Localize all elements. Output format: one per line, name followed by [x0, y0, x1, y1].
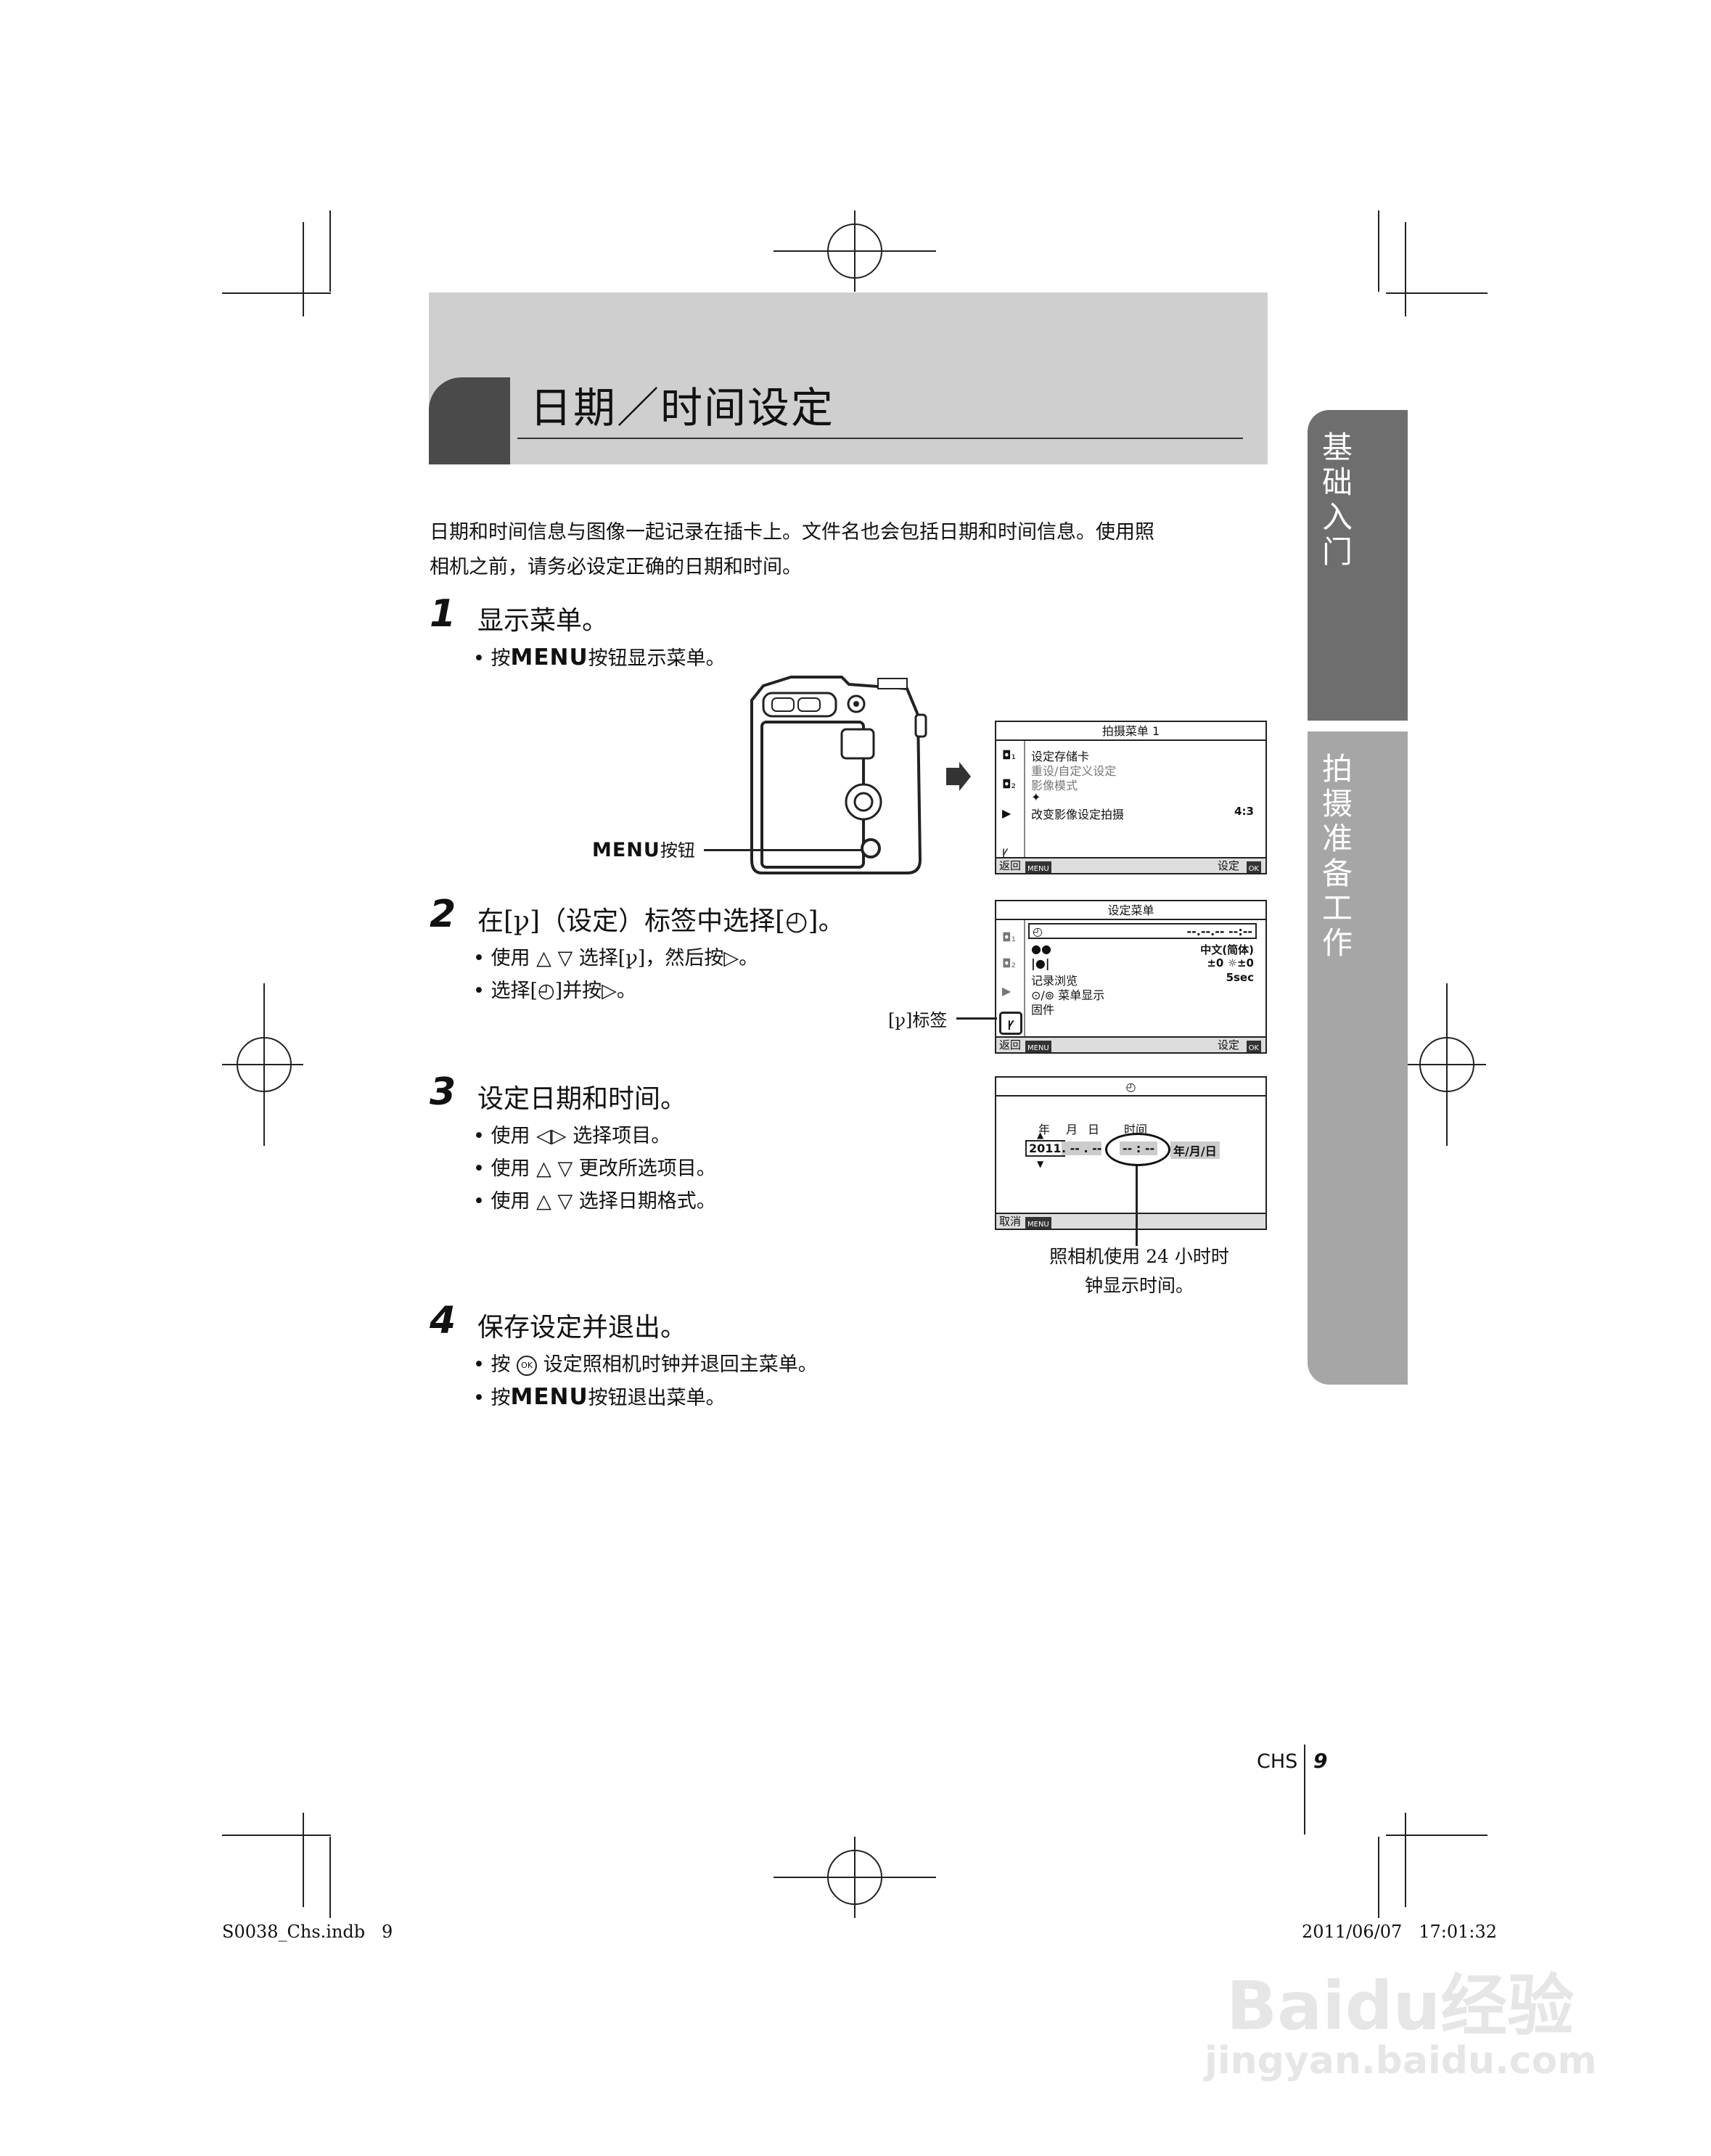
- date-format-field: 年/月/日: [1170, 1141, 1220, 1159]
- date-time-title: ◴: [996, 1078, 1265, 1097]
- setup-menu-screen: 设定菜单 ◘₁ ◘₂ ▶ ꝩ ◴ --.--.-- --:-- ●● 中文(简体…: [995, 900, 1267, 1054]
- down-arrow-icon: ▼: [1037, 1159, 1044, 1169]
- year-header: 年: [1038, 1123, 1051, 1136]
- setup-menu-item-rec-view: 记录浏览: [1031, 974, 1078, 988]
- shooting-menu-screen: 拍摄菜单 1 ◘₁ ◘₂ ▶ ꝩ 设定存储卡 重设/自定义设定 影像模式 ✦ 改…: [995, 721, 1267, 874]
- page-title: 日期／时间设定: [530, 383, 835, 433]
- step-3-bullet-1: • 使用 ◁▷ 选择项目。: [473, 1125, 671, 1147]
- step-3: 3 设定日期和时间。: [430, 1070, 686, 1114]
- setup-menu-item-clock: ◴ --.--.-- --:--: [1028, 923, 1257, 939]
- setup-menu-title: 设定菜单: [996, 901, 1265, 920]
- ok-button-icon: OK: [517, 1355, 538, 1376]
- aspect-value: 4:3: [1234, 805, 1254, 818]
- step-1-number: 1: [430, 592, 456, 636]
- date-time-screen: ◴ 年 月 日 时间 ▲ 2011 . -- . -- -- : -- 年/月/…: [995, 1076, 1267, 1230]
- step-4-title: 保存设定并退出。: [477, 1313, 687, 1343]
- camera-2-icon: ◘₂: [1002, 777, 1017, 791]
- step-3-bullet-2: • 使用 △ ▽ 更改所选项目。: [473, 1157, 716, 1180]
- footer-file-name: S0038_Chs.indb 9: [222, 1922, 393, 1942]
- watermark-logo: Baidu经验: [1226, 1967, 1575, 2045]
- shooting-menu-item-2: 重设/自定义设定: [1031, 764, 1117, 778]
- clock-caption: 照相机使用 24 小时时 钟显示时间。: [1030, 1242, 1248, 1300]
- year-field: 2011: [1025, 1140, 1065, 1157]
- shooting-menu-item-1: 设定存储卡: [1031, 750, 1090, 763]
- playback-icon: ▶: [1002, 806, 1012, 820]
- step-1-bullet-1: • 按MENU按钮显示菜单。: [473, 644, 726, 671]
- title-accent-block: [429, 377, 510, 464]
- playback-icon: ▶: [1002, 984, 1012, 998]
- step-2-number: 2: [430, 893, 456, 936]
- setup-wrench-icon: ꝩ: [999, 1012, 1022, 1035]
- menu-callout-line: [704, 849, 863, 851]
- intro-line-1: 日期和时间信息与图像一起记录在插卡上。文件名也会包括日期和时间信息。使用照: [430, 521, 1154, 544]
- setup-menu-sidebar: ◘₁ ◘₂ ▶ ꝩ: [996, 920, 1025, 1036]
- tab-callout-line: [956, 1017, 997, 1020]
- day-header: 日: [1088, 1123, 1100, 1136]
- step-3-title: 设定日期和时间。: [477, 1084, 687, 1114]
- clock-caption-line-2: 钟显示时间。: [1084, 1275, 1194, 1296]
- intro-line-2: 相机之前，请务必设定正确的日期和时间。: [430, 556, 802, 578]
- menu-button-label: MENU: [510, 644, 588, 671]
- setup-menu-item-firmware: 固件: [1031, 1003, 1055, 1017]
- rec-view-value: 5sec: [1226, 971, 1254, 984]
- title-band: [429, 292, 1268, 464]
- side-tab-preparation-label: 拍摄准备工作: [1322, 751, 1353, 961]
- camera-1-icon: ◘₁: [1002, 748, 1017, 762]
- side-tab-preparation: 拍摄准备工作: [1308, 731, 1408, 1385]
- shooting-menu-item-3: 影像模式: [1031, 779, 1078, 792]
- shooting-menu-title: 拍摄菜单 1: [996, 722, 1265, 741]
- setup-tab-callout: [ꝩ]标签: [888, 1010, 948, 1030]
- step-2: 2 在[ꝩ]（设定）标签中选择[◴]。: [430, 893, 845, 936]
- step-1: 1 显示菜单。: [430, 592, 608, 636]
- step-2-title: 在[ꝩ]（设定）标签中选择[◴]。: [477, 906, 845, 936]
- step-3-number: 3: [430, 1070, 456, 1114]
- step-2-bullet-2: • 选择[◴]并按▷。: [473, 980, 636, 1002]
- footer-divider: [1304, 1745, 1305, 1835]
- camera-1-icon: ◘₁: [1002, 930, 1017, 944]
- month-header: 月: [1066, 1123, 1078, 1136]
- step-4-bullet-1: • 按 OK 设定照相机时钟并退回主菜单。: [473, 1353, 818, 1376]
- title-underline: [517, 438, 1243, 439]
- step-4-number: 4: [430, 1299, 456, 1343]
- step-1-title: 显示菜单。: [477, 606, 609, 636]
- caption-pointer-line: [1136, 1166, 1138, 1246]
- time-highlight-circle: [1105, 1133, 1170, 1166]
- language-value: 中文(简体): [1200, 943, 1254, 956]
- footer-language: CHS: [1257, 1750, 1298, 1773]
- up-arrow-icon: ▲: [1037, 1130, 1044, 1140]
- arrow-right-icon: [946, 762, 971, 791]
- step-2-bullet-1: • 使用 △ ▽ 选择[ꝩ]，然后按▷。: [473, 947, 759, 970]
- setup-menu-item-monitor: |●|: [1031, 956, 1050, 970]
- footer-timestamp: 2011/06/07 17:01:32: [1302, 1922, 1498, 1942]
- clock-caption-line-1: 照相机使用 24 小时时: [1049, 1246, 1229, 1267]
- month-day-fields: . -- . --: [1062, 1141, 1102, 1155]
- side-tab-basics: 基础入门: [1308, 410, 1408, 721]
- menu-button-label: MENU: [510, 1384, 588, 1410]
- setup-menu-item-language: ●●: [1031, 942, 1051, 956]
- setup-menu-item-menu-display: ⊙/⊚ 菜单显示: [1031, 988, 1105, 1002]
- camera-2-icon: ◘₂: [1002, 956, 1017, 970]
- menu-button-callout: MENU按钮: [592, 839, 695, 861]
- shooting-menu-item-4: ✦: [1031, 790, 1041, 804]
- step-3-bullet-3: • 使用 △ ▽ 选择日期格式。: [473, 1190, 716, 1213]
- shooting-menu-sidebar: ◘₁ ◘₂ ▶ ꝩ: [996, 741, 1025, 858]
- side-tab-basics-label: 基础入门: [1322, 430, 1353, 570]
- intro-paragraph: 日期和时间信息与图像一起记录在插卡上。文件名也会包括日期和时间信息。使用照 相机…: [430, 515, 1271, 585]
- page-number: 9: [1313, 1749, 1328, 1773]
- step-4: 4 保存设定并退出。: [430, 1299, 686, 1343]
- camera-back-illustration: [750, 676, 927, 874]
- step-4-bullet-2: • 按MENU按钮退出菜单。: [473, 1384, 726, 1410]
- watermark-url: jingyan.baidu.com: [1205, 2039, 1597, 2083]
- shooting-menu-item-5: 改变影像设定拍摄: [1031, 808, 1125, 821]
- setup-wrench-icon: ꝩ: [1002, 844, 1009, 858]
- monitor-value: ±0 ☼±0: [1207, 956, 1254, 970]
